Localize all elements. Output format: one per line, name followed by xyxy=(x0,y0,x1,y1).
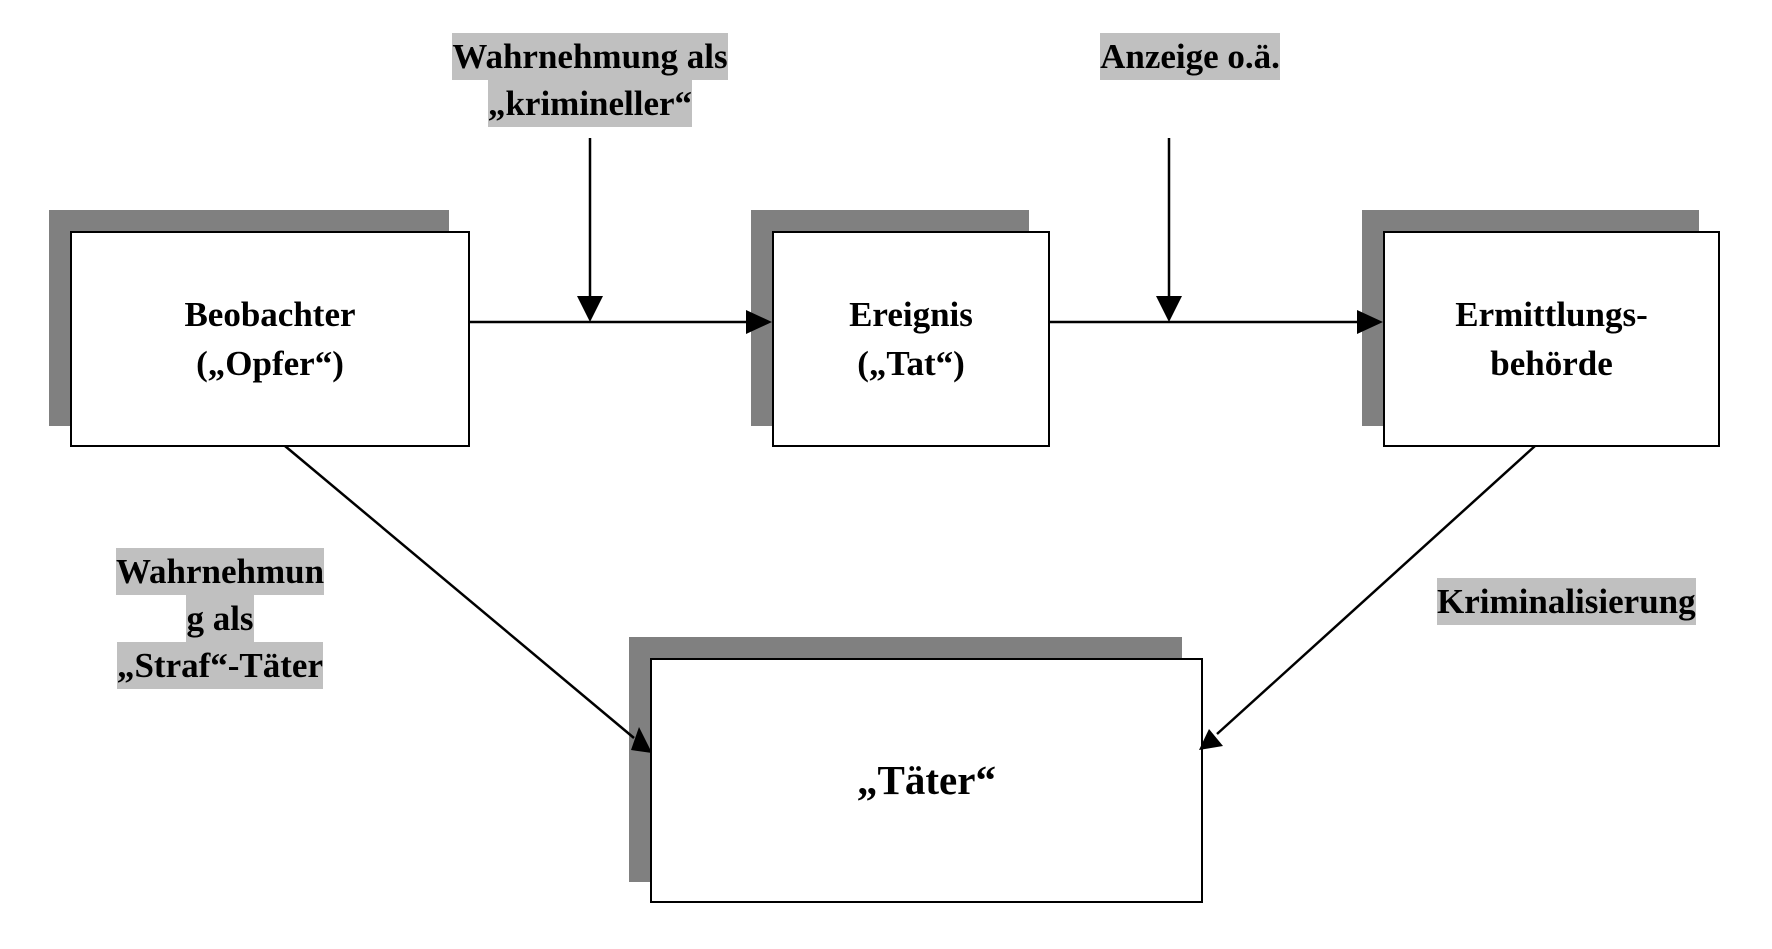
offender-label-line1: „Täter“ xyxy=(857,757,996,803)
arrowhead-authority-to-offender xyxy=(1199,729,1223,750)
perception-offender-label: Wahrnehmun g als „Straf“-Täter xyxy=(90,548,350,689)
perception-offender-label-line2: g als xyxy=(186,595,254,642)
authority-label-line2: behörde xyxy=(1490,344,1613,383)
arrowhead-event-to-authority xyxy=(1357,310,1383,334)
event-box-text: Ereignis („Tat“) xyxy=(849,290,973,388)
report-label-line1: Anzeige o.ä. xyxy=(1100,33,1280,80)
observer-label-line2: („Opfer“) xyxy=(196,344,344,383)
report-label: Anzeige o.ä. xyxy=(1050,33,1330,80)
criminalization-label-line1: Kriminalisierung xyxy=(1437,578,1696,625)
observer-box: Beobachter („Opfer“) xyxy=(70,231,470,447)
event-label-line1: Ereignis xyxy=(849,295,973,334)
observer-label-line1: Beobachter xyxy=(184,295,356,334)
arrow-observer-to-offender xyxy=(284,445,635,739)
event-box: Ereignis („Tat“) xyxy=(772,231,1050,447)
arrowhead-observer-to-event xyxy=(746,310,772,334)
observer-box-text: Beobachter („Opfer“) xyxy=(184,290,355,388)
perception-offender-label-line1: Wahrnehmun xyxy=(115,548,325,595)
authority-label-line1: Ermittlungs- xyxy=(1455,295,1648,334)
offender-box: „Täter“ xyxy=(650,658,1203,903)
perception-criminal-label: Wahrnehmung als „krimineller“ xyxy=(420,33,760,127)
perception-offender-label-line3: „Straf“-Täter xyxy=(116,642,324,689)
arrow-authority-to-offender xyxy=(1216,445,1536,735)
criminalization-label: Kriminalisierung xyxy=(1437,578,1757,625)
arrowhead-observer-to-offender xyxy=(631,727,652,753)
event-label-line2: („Tat“) xyxy=(857,344,965,383)
offender-box-text: „Täter“ xyxy=(857,756,996,805)
arrowhead-report-into-flow xyxy=(1156,296,1182,322)
perception-criminal-label-line1: Wahrnehmung als xyxy=(452,33,728,80)
authority-box: Ermittlungs- behörde xyxy=(1383,231,1720,447)
perception-criminal-label-line2: „krimineller“ xyxy=(487,80,693,127)
arrowhead-perception-into-flow xyxy=(577,296,603,322)
authority-box-text: Ermittlungs- behörde xyxy=(1455,290,1648,388)
